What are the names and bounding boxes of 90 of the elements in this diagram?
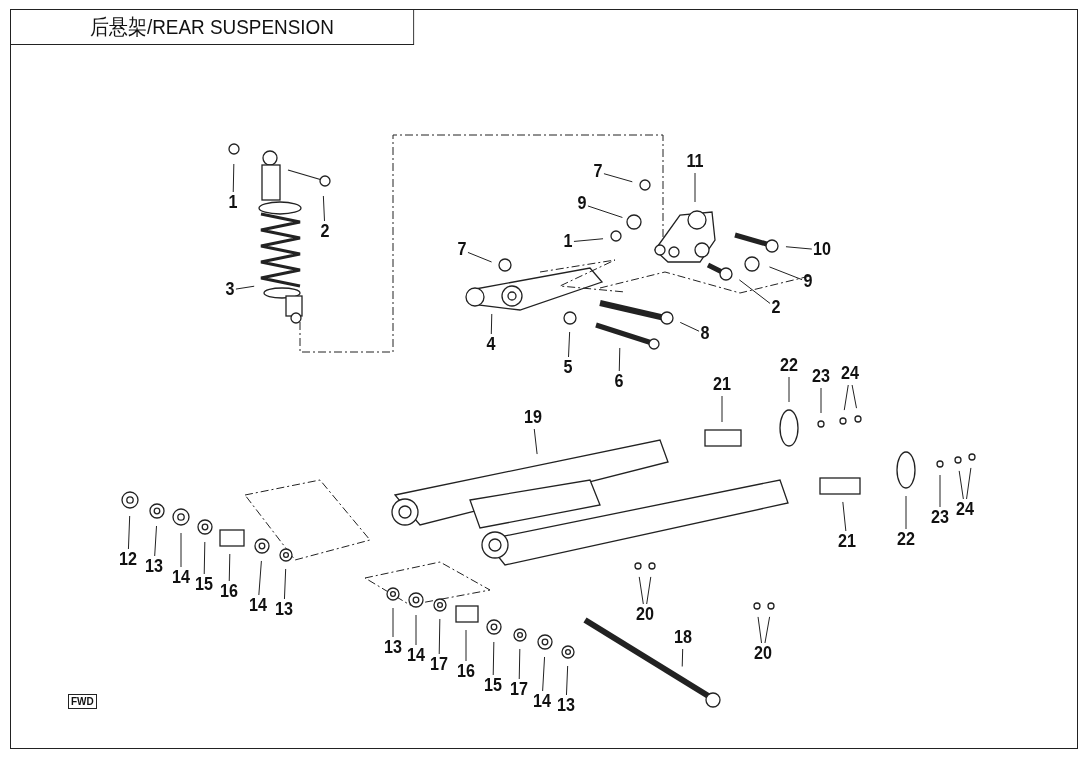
leader-line	[203, 541, 206, 575]
callout-number: 20	[752, 642, 774, 664]
leader-line	[490, 313, 493, 335]
leader-line	[603, 173, 633, 183]
leader-line	[966, 467, 972, 500]
leader-line	[905, 495, 907, 530]
callout-number: 5	[562, 356, 574, 378]
callout-number: 23	[929, 506, 951, 528]
callout-number: 1	[562, 230, 574, 252]
leader-line	[467, 251, 493, 263]
callout-number: 16	[455, 660, 477, 682]
callout-number: 13	[273, 598, 295, 620]
leader-line	[768, 266, 803, 281]
callout-number: 2	[319, 220, 331, 242]
leader-line	[618, 347, 621, 372]
callout-number: 16	[218, 580, 240, 602]
leader-line	[415, 614, 417, 646]
callout-number: 18	[672, 626, 694, 648]
leader-line	[587, 205, 623, 218]
callout-number: 10	[811, 238, 833, 260]
callout-number: 7	[592, 160, 604, 182]
leader-line	[757, 616, 763, 644]
callout-number: 2	[770, 296, 782, 318]
callout-number: 14	[405, 644, 427, 666]
callout-number: 13	[382, 636, 404, 658]
callout-number: 21	[711, 373, 733, 395]
leader-line	[788, 376, 790, 403]
callout-number: 20	[634, 603, 656, 625]
leader-line	[738, 279, 771, 304]
callout-number: 17	[508, 678, 530, 700]
callout-number: 21	[836, 530, 858, 552]
leader-line	[322, 195, 325, 222]
leader-line	[820, 387, 822, 414]
leader-line	[842, 501, 847, 532]
leader-line	[438, 618, 441, 655]
callout-number: 22	[895, 528, 917, 550]
leader-line	[694, 172, 696, 203]
leader-line	[154, 525, 157, 557]
callout-number: 9	[802, 270, 814, 292]
leader-line	[764, 616, 771, 644]
leader-line	[843, 384, 849, 411]
leader-line	[235, 285, 255, 290]
leader-line	[228, 553, 231, 582]
leader-line	[518, 648, 521, 680]
callout-number: 14	[170, 566, 192, 588]
leader-line	[232, 163, 235, 193]
leader-line	[646, 576, 652, 605]
callout-number: 1	[227, 191, 239, 213]
callout-number: 3	[224, 278, 236, 300]
leader-line	[851, 384, 857, 409]
callout-number: 8	[699, 322, 711, 344]
callout-number: 14	[247, 594, 269, 616]
callout-number: 13	[555, 694, 577, 716]
callout-number: 23	[810, 365, 832, 387]
callout-number: 7	[456, 238, 468, 260]
leader-line	[283, 568, 287, 600]
leader-line	[721, 395, 723, 423]
leader-line	[492, 641, 495, 676]
leader-line	[573, 238, 604, 242]
callout-number: 14	[531, 690, 553, 712]
callout-number: 19	[522, 406, 544, 428]
callout-number: 11	[684, 150, 706, 172]
leader-line	[258, 560, 262, 596]
leader-line	[127, 515, 131, 550]
callout-number: 6	[613, 370, 625, 392]
page-title: 后悬架/REAR SUSPENSION	[10, 9, 415, 45]
leader-line	[392, 607, 394, 638]
callout-number: 12	[117, 548, 139, 570]
leader-line	[465, 629, 467, 662]
leader-line	[638, 576, 644, 605]
callout-number: 4	[485, 333, 497, 355]
leader-line	[679, 321, 700, 332]
callout-number: 22	[778, 354, 800, 376]
callout-number: 9	[576, 192, 588, 214]
callout-number: 15	[482, 674, 504, 696]
leader-line	[180, 532, 182, 568]
leader-line	[568, 331, 571, 358]
callout-number: 24	[839, 362, 861, 384]
callout-number: 17	[428, 653, 450, 675]
leader-line	[785, 246, 813, 250]
leader-line	[533, 428, 538, 455]
leader-line	[939, 474, 941, 508]
leader-line	[565, 665, 569, 696]
callout-number: 24	[954, 498, 976, 520]
leader-line	[958, 470, 964, 500]
leader-line	[542, 656, 546, 692]
forward-direction-label: FWD	[68, 694, 97, 709]
leader-line	[681, 648, 684, 667]
callout-number: 13	[143, 555, 165, 577]
callout-number: 15	[193, 573, 215, 595]
